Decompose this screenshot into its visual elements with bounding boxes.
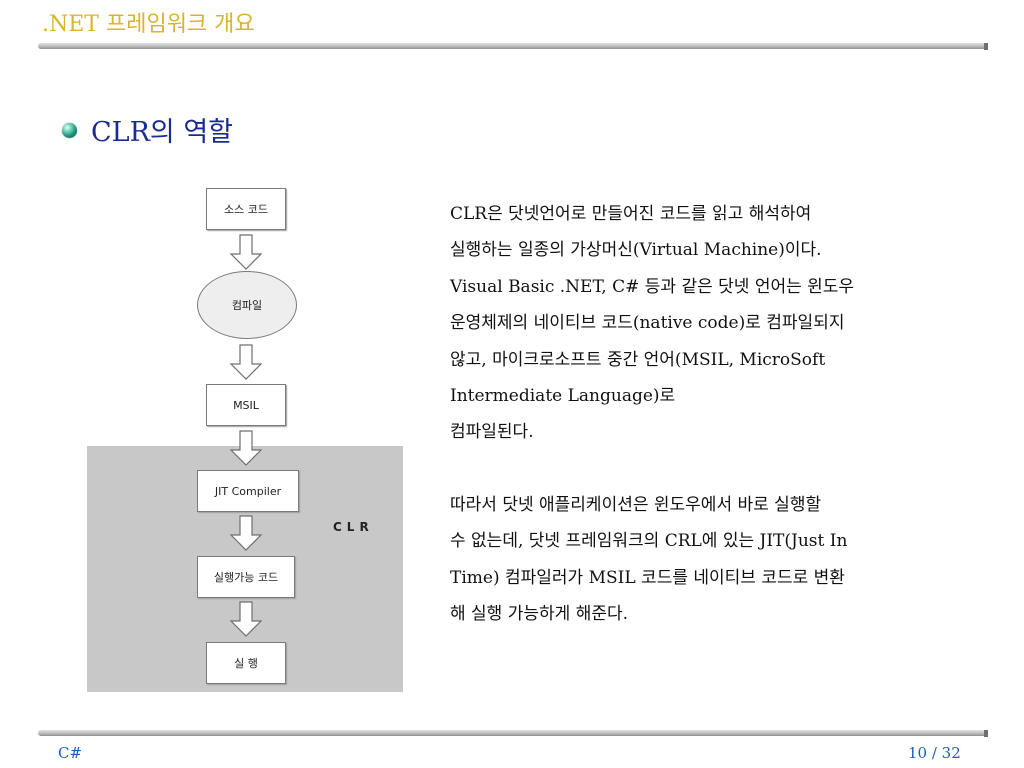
clr-area [87,446,403,692]
bullet-icon [62,123,77,138]
execute-box: 실 행 [206,642,286,684]
down-arrow-icon [229,344,263,380]
paragraph-gap [450,451,950,487]
slide-title: .NET 프레임워크 개요 [42,12,255,37]
paragraph-line: 실행하는 일종의 가상머신(Virtual Machine)이다. [450,240,822,261]
header-divider [38,43,988,50]
jit-compiler-box: JIT Compiler [197,470,299,512]
compile-ellipse: 컴파일 [197,271,297,339]
paragraph-line: 않고, 마이크로소프트 중간 언어(MSIL, MicroSoft [450,349,826,370]
paragraph-line: 운영체제의 네이티브 코드(native code)로 컴파일되지 [450,313,845,334]
clr-label: CLR [333,520,374,534]
msil-box: MSIL [206,384,286,426]
footer-course-label: C# [58,744,83,762]
down-arrow-icon [229,601,263,637]
body-text: CLR은 닷넷언어로 만들어진 코드를 읽고 해석하여 실행하는 일종의 가상머… [450,196,950,632]
source-code-box: 소스 코드 [206,188,286,230]
down-arrow-icon [229,430,263,466]
paragraph-line: 컴파일된다. [450,422,534,443]
down-arrow-icon [229,515,263,551]
section-heading: CLR의 역할 [62,110,233,149]
paragraph-line: Intermediate Language)로 [450,386,676,407]
heading-text: CLR의 역할 [91,117,234,148]
paragraph-line: 해 실행 가능하게 해준다. [450,604,629,625]
paragraph-line: CLR은 닷넷언어로 만들어진 코드를 읽고 해석하여 [450,204,812,224]
paragraph-line: Time) 컴파일러가 MSIL 코드를 네이티브 코드로 변환 [450,567,845,588]
page-number: 10 / 32 [908,744,961,762]
paragraph-line: Visual Basic .NET, C# 등과 같은 닷넷 언어는 윈도우 [450,276,855,297]
executable-code-box: 실행가능 코드 [197,556,295,598]
down-arrow-icon [229,234,263,270]
footer-divider [38,730,988,737]
paragraph-line: 따라서 닷넷 애플리케이션은 윈도우에서 바로 실행할 [450,494,822,515]
paragraph-line: 수 없는데, 닷넷 프레임워크의 CRL에 있는 JIT(Just In [450,531,848,552]
